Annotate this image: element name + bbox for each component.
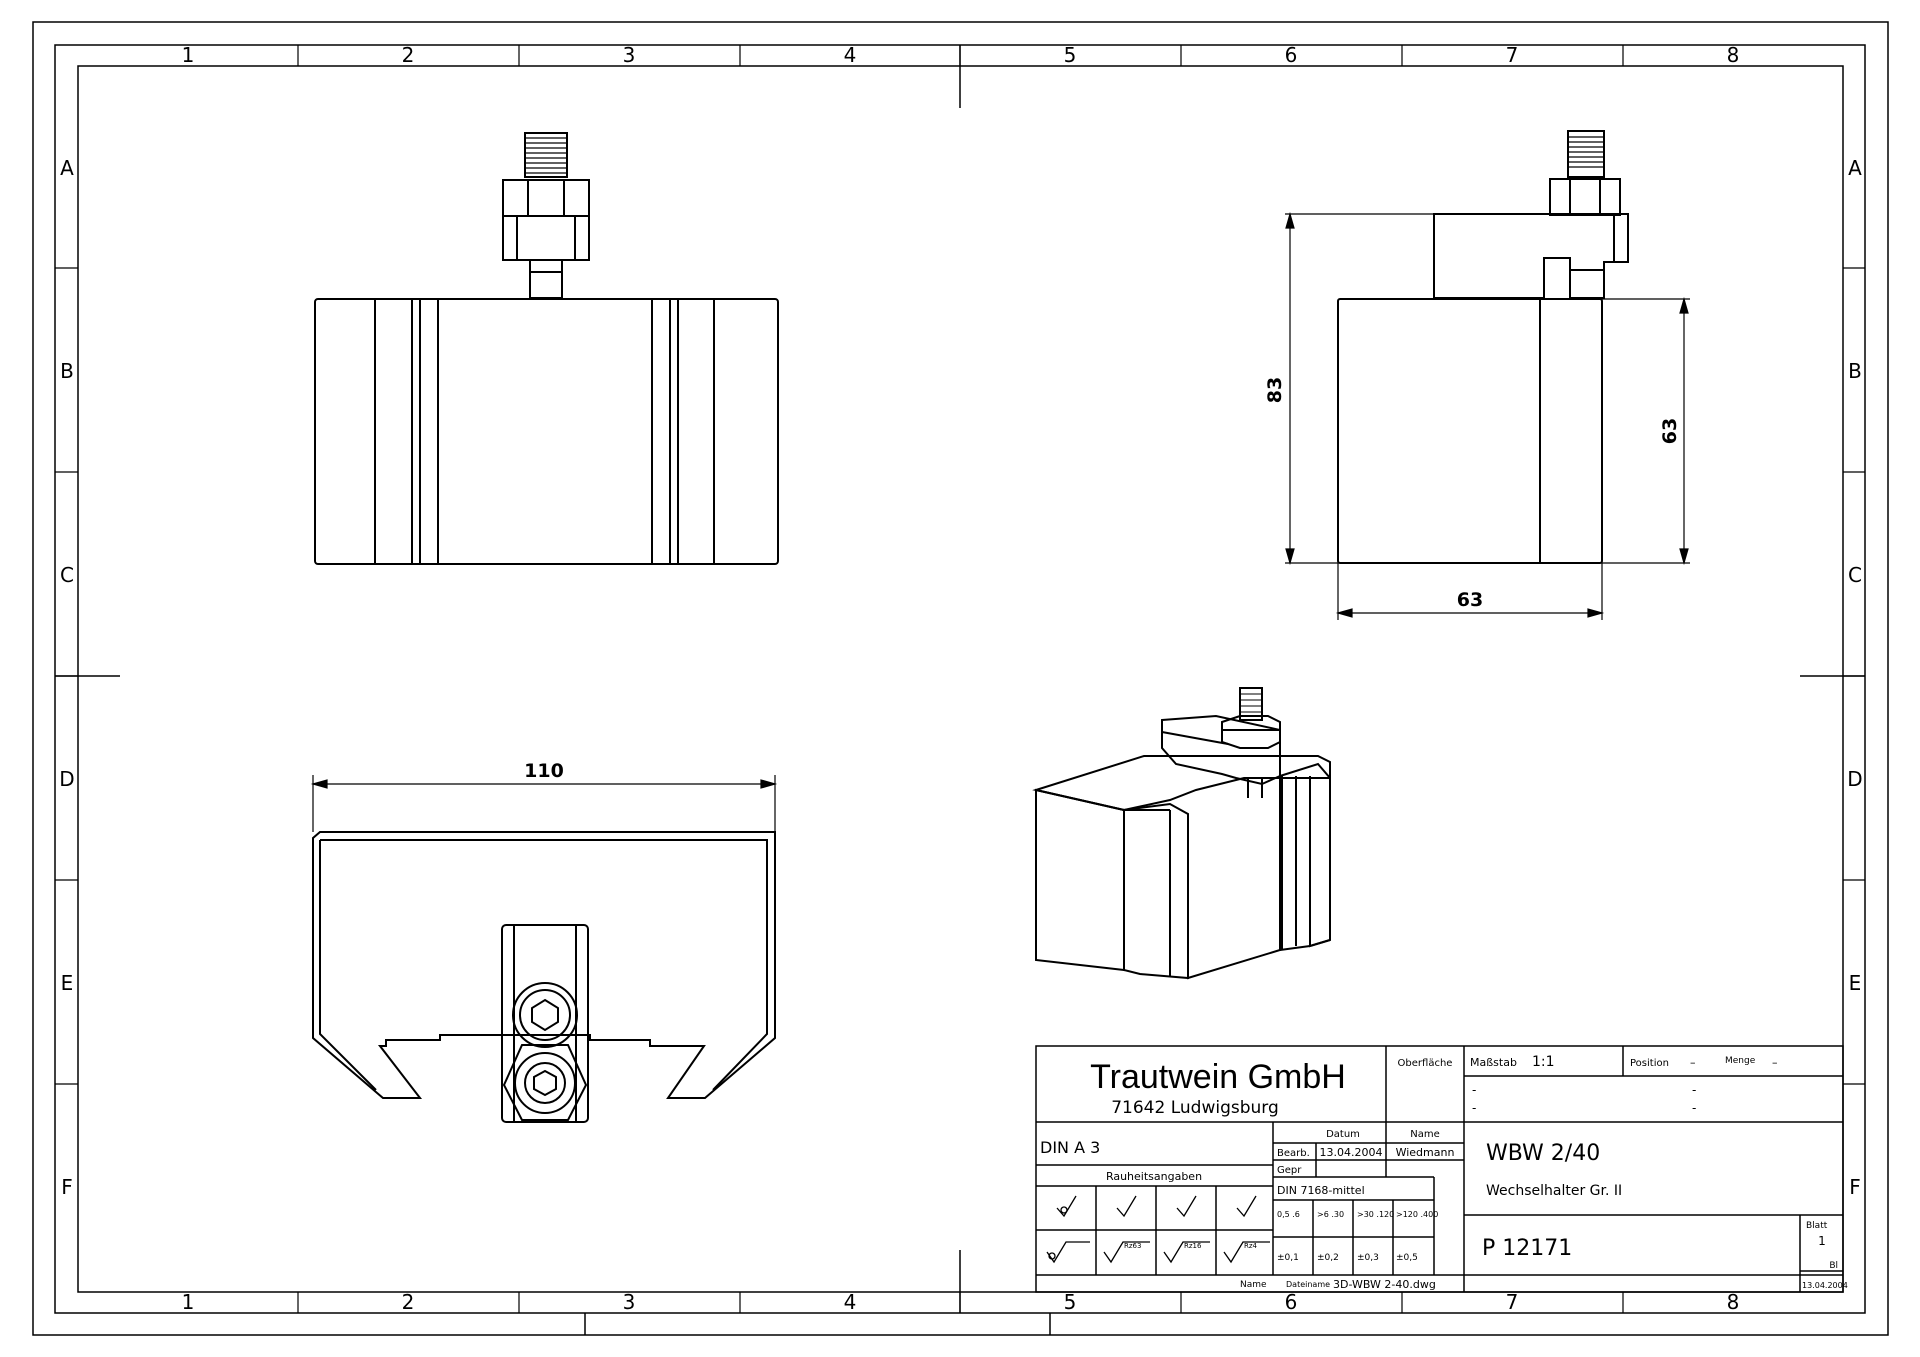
grid-row-label-right: B (1848, 359, 1862, 383)
tolerance-range: 0,5 .6 (1277, 1210, 1300, 1219)
side-view-dimensions (1285, 211, 1690, 620)
roughness-symbol-label: Rz16 (1184, 1242, 1202, 1250)
sheet-value: 1 (1818, 1234, 1826, 1248)
sheet-label: Blatt (1806, 1221, 1828, 1231)
drawing-frame (32, 21, 1889, 1336)
grid-col-label-bottom: 2 (402, 1290, 415, 1314)
grid-row-label-right: C (1848, 563, 1862, 587)
scale-value: 1:1 (1532, 1054, 1555, 1070)
grid-row-ticks (55, 267, 1865, 1085)
company-city: 71642 Ludwigsburg (1111, 1098, 1279, 1118)
name-footer-label: Name (1240, 1280, 1267, 1290)
title-block (1035, 1045, 1844, 1293)
grid-row-label-right: A (1848, 156, 1862, 180)
grid-col-label-bottom: 6 (1285, 1290, 1298, 1314)
grid-col-label-bottom: 4 (844, 1290, 857, 1314)
grid-column-ticks (297, 45, 1624, 1313)
tolerance-value: ±0,2 (1317, 1253, 1339, 1263)
tolerance-standard: DIN 7168-mittel (1277, 1184, 1365, 1197)
grid-col-label-bottom: 5 (1064, 1290, 1077, 1314)
grid-row-label-right: D (1847, 767, 1862, 791)
dimension-label-63-horizontal: 63 (1457, 589, 1483, 611)
tolerance-range: >30 .120 (1357, 1210, 1394, 1219)
roughness-label: Rauheitsangaben (1106, 1170, 1202, 1183)
file-name: 3D-WBW 2-40.dwg (1333, 1278, 1436, 1291)
grid-col-label-bottom: 1 (182, 1290, 195, 1314)
quantity-value: – (1772, 1056, 1778, 1069)
tolerance-value: ±0,5 (1396, 1253, 1418, 1263)
date-header: Datum (1326, 1129, 1360, 1140)
edited-label: Bearb. (1277, 1148, 1310, 1159)
tolerance-range: >120 .400 (1396, 1210, 1438, 1219)
edited-date: 13.04.2004 (1320, 1146, 1383, 1159)
dimension-label-63-vertical: 63 (1659, 418, 1681, 444)
grid-col-label-bottom: 7 (1506, 1290, 1519, 1314)
name-header: Name (1410, 1129, 1440, 1140)
grid-row-label-left: B (60, 359, 74, 383)
file-label: Dateiname (1286, 1280, 1330, 1289)
grid-row-label-left: F (61, 1175, 73, 1199)
scale-label: Maßstab (1470, 1056, 1517, 1069)
grid-col-label-top: 5 (1064, 43, 1077, 67)
part-description: Wechselhalter Gr. II (1486, 1183, 1622, 1199)
side-view (1337, 130, 1629, 564)
dash-field: - (1692, 1083, 1696, 1097)
part-name: WBW 2/40 (1486, 1141, 1600, 1166)
surface-label: Oberfläche (1398, 1058, 1453, 1069)
dash-field: - (1472, 1083, 1476, 1097)
tolerance-range: >6 .30 (1317, 1210, 1344, 1219)
sheets-label: Bl (1829, 1261, 1838, 1271)
dash-field: - (1692, 1101, 1696, 1115)
grid-col-label-top: 4 (844, 43, 857, 67)
grid-col-label-top: 1 (182, 43, 195, 67)
grid-row-label-left: E (61, 971, 74, 995)
grid-row-label-left: D (59, 767, 74, 791)
checked-label: Gepr (1277, 1165, 1302, 1176)
grid-col-label-top: 7 (1506, 43, 1519, 67)
paper-format: DIN A 3 (1040, 1138, 1100, 1157)
grid-col-label-top: 3 (623, 43, 636, 67)
isometric-view (1032, 687, 1331, 980)
tolerance-value: ±0,1 (1277, 1253, 1299, 1263)
grid-col-label-top: 6 (1285, 43, 1298, 67)
grid-col-label-top: 2 (402, 43, 415, 67)
grid-row-label-left: A (60, 156, 74, 180)
top-view-dimension (310, 775, 778, 832)
grid-col-label-top: 8 (1727, 43, 1740, 67)
drawing-number: P 12171 (1482, 1236, 1572, 1261)
dimension-label-83: 83 (1264, 377, 1286, 403)
dimension-label-110: 110 (524, 760, 564, 782)
edited-name: Wiedmann (1396, 1146, 1455, 1159)
tolerance-value: ±0,3 (1357, 1253, 1379, 1263)
quantity-label: Menge (1725, 1056, 1756, 1066)
footer-date: 13.04.2004 (1802, 1281, 1848, 1290)
position-value: – (1690, 1056, 1696, 1069)
dash-field: - (1472, 1101, 1476, 1115)
company-name: Trautwein GmbH (1090, 1058, 1346, 1096)
front-view (314, 132, 779, 565)
roughness-symbol-label: Rz4 (1244, 1242, 1258, 1250)
roughness-symbols (1046, 1195, 1270, 1264)
top-view (312, 831, 776, 1123)
grid-row-label-right: E (1849, 971, 1862, 995)
grid-row-label-left: C (60, 563, 74, 587)
grid-col-label-bottom: 8 (1727, 1290, 1740, 1314)
position-label: Position (1630, 1058, 1669, 1069)
grid-row-label-right: F (1849, 1175, 1861, 1199)
roughness-symbol-label: Rz63 (1124, 1242, 1141, 1250)
grid-col-label-bottom: 3 (623, 1290, 636, 1314)
